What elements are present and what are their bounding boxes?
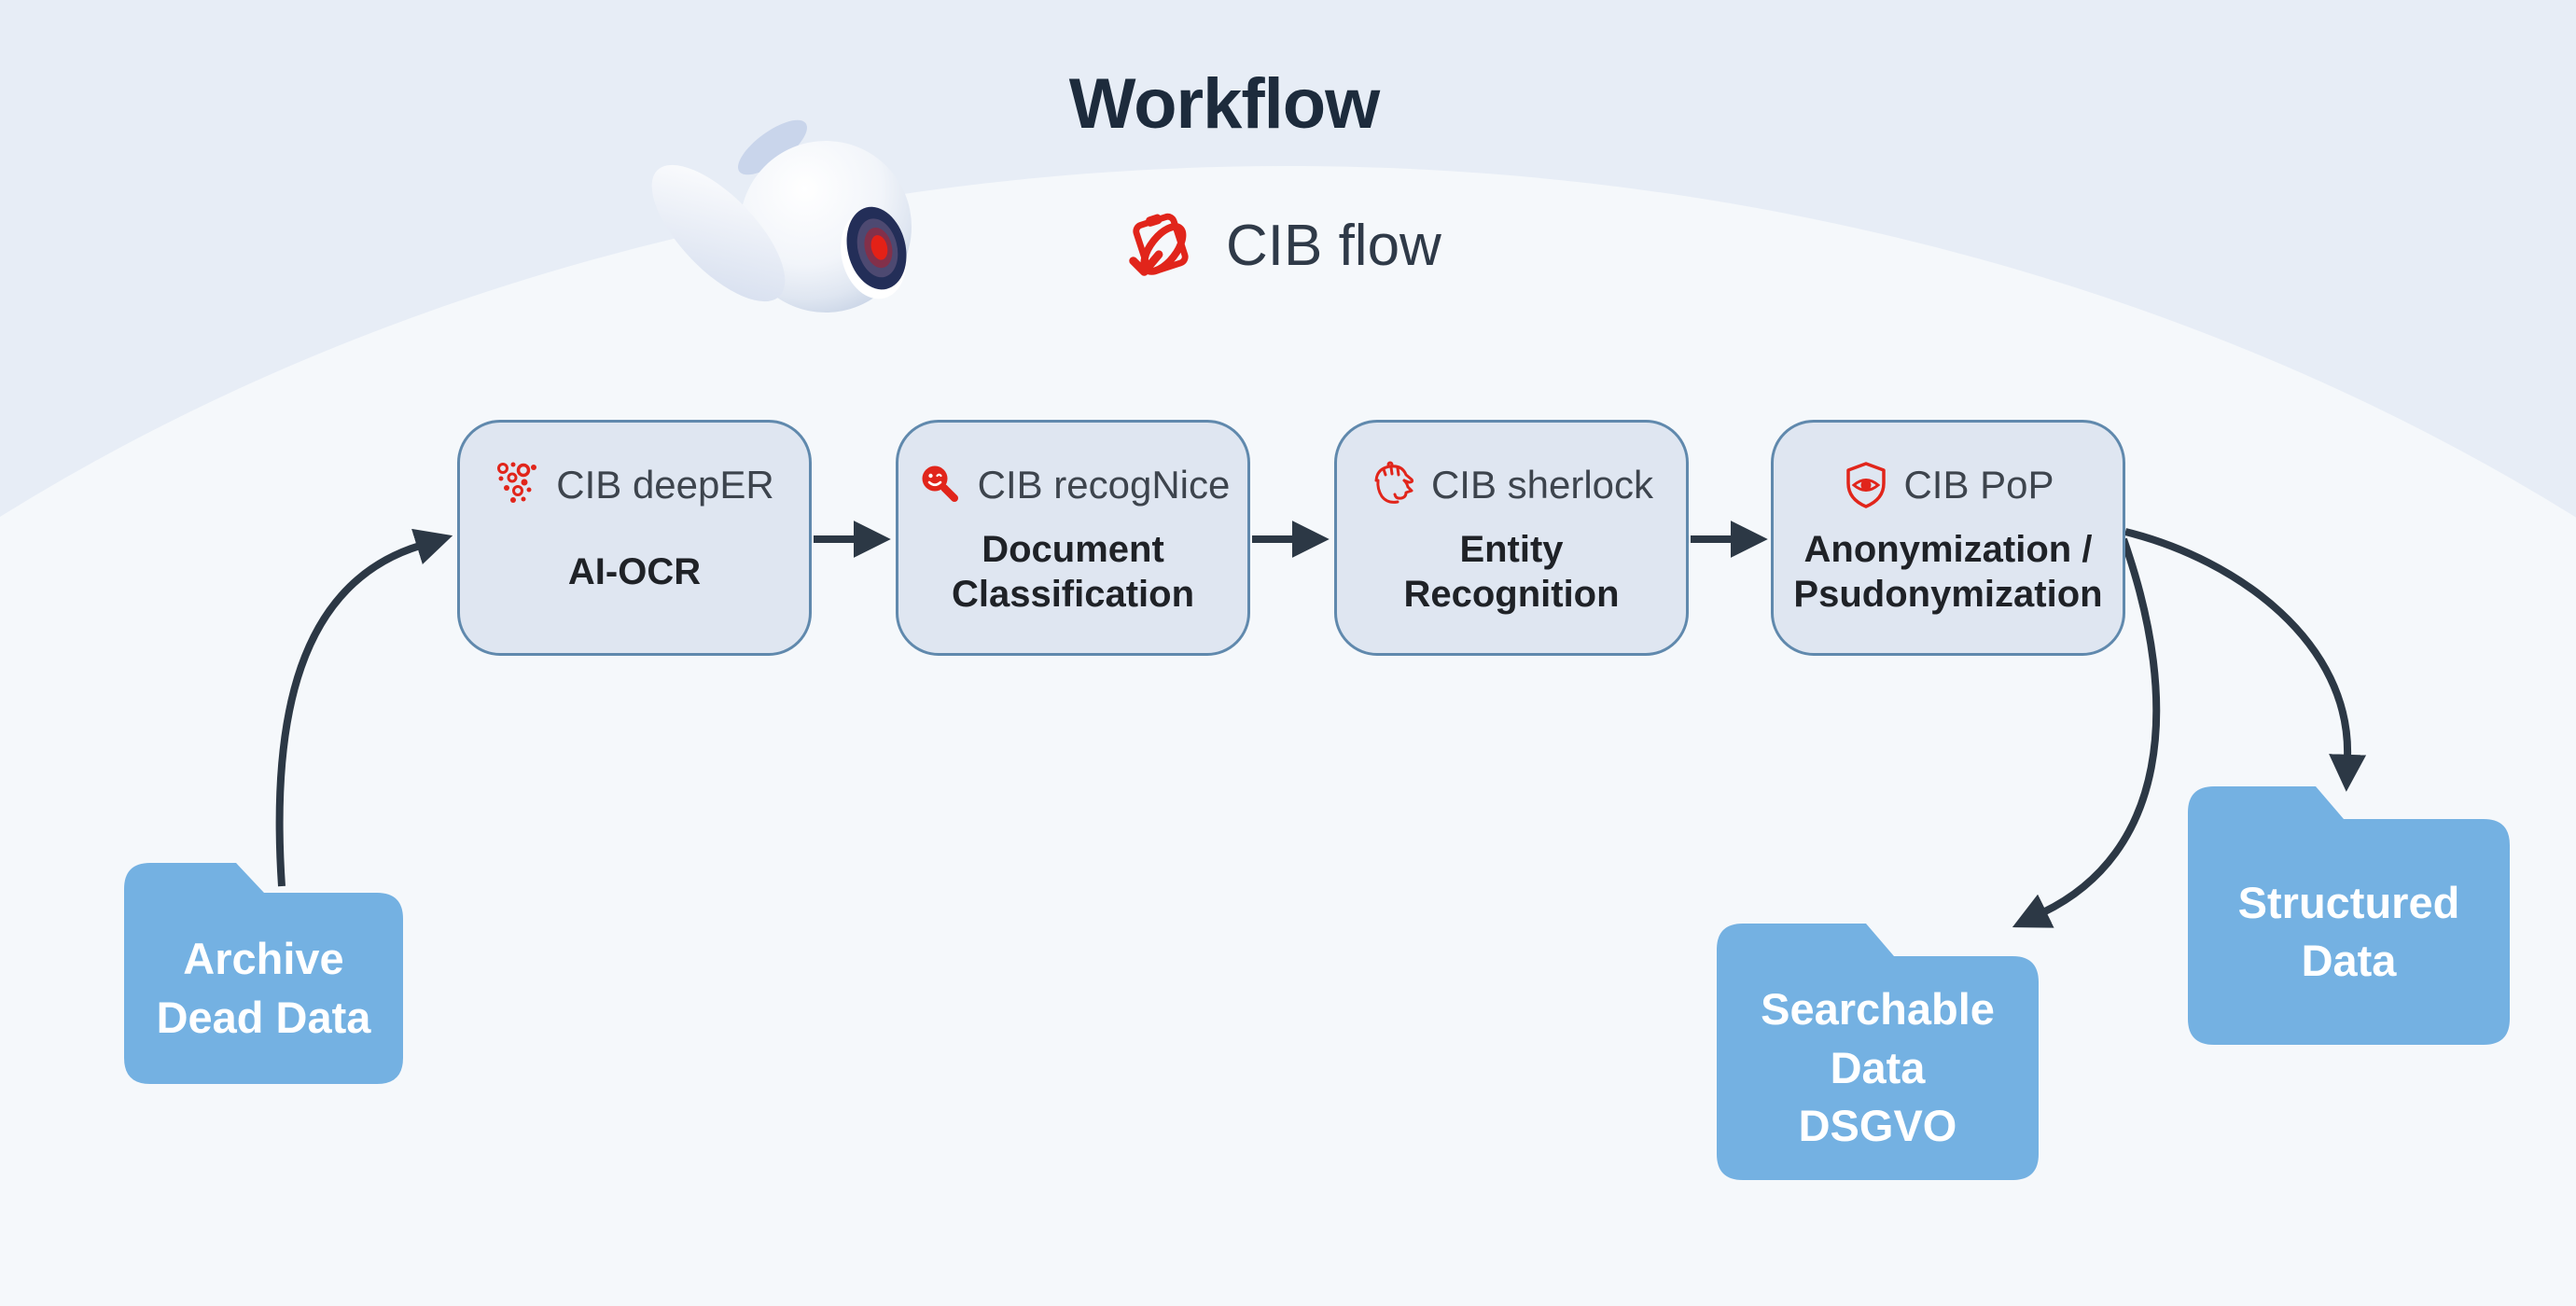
process-title: CIB recogNice — [977, 463, 1231, 507]
process-box-cib-pop: CIB PoP Anonymization / Psudonymization — [1771, 420, 2125, 656]
process-box-cib-sherlock: CIB sherlock Entity Recognition — [1334, 420, 1689, 656]
process-title: CIB deepER — [556, 463, 774, 507]
brand-lockup: CIB flow — [1120, 203, 1441, 287]
process-label: AI-OCR — [567, 550, 702, 592]
brand-product-name: CIB flow — [1226, 213, 1441, 278]
folder-label-searchable: Searchable Data DSGVO — [1761, 984, 1995, 1151]
background-dome — [0, 166, 2576, 1306]
page-title: Workflow — [1068, 64, 1381, 144]
detective-profile-icon — [1374, 461, 1414, 504]
process-title: CIB PoP — [1903, 463, 2054, 507]
magnifier-smiley-icon — [922, 465, 958, 502]
process-label: Document Classification — [951, 528, 1195, 615]
mascot-wing — [651, 164, 786, 302]
mascot-eye — [841, 206, 907, 299]
process-label: Entity Recognition — [1403, 528, 1620, 615]
process-title: CIB sherlock — [1430, 463, 1654, 507]
process-box-cib-recognice: CIB recogNice Document Classification — [896, 420, 1250, 656]
shield-eye-icon — [1846, 462, 1887, 508]
dots-cluster-icon — [497, 462, 537, 503]
folder-label-archive: Archive Dead Data — [156, 934, 371, 1042]
folder-label-structured: Structured Data — [2237, 877, 2460, 986]
mascot-top-fin — [738, 119, 807, 175]
process-label: Anonymization / Psudonymization — [1793, 528, 2103, 615]
process-box-cib-deeper: CIB deepER AI-OCR — [457, 420, 812, 656]
clipboard-swoosh-icon — [1129, 213, 1189, 276]
robot-eye-mascot — [651, 119, 912, 313]
